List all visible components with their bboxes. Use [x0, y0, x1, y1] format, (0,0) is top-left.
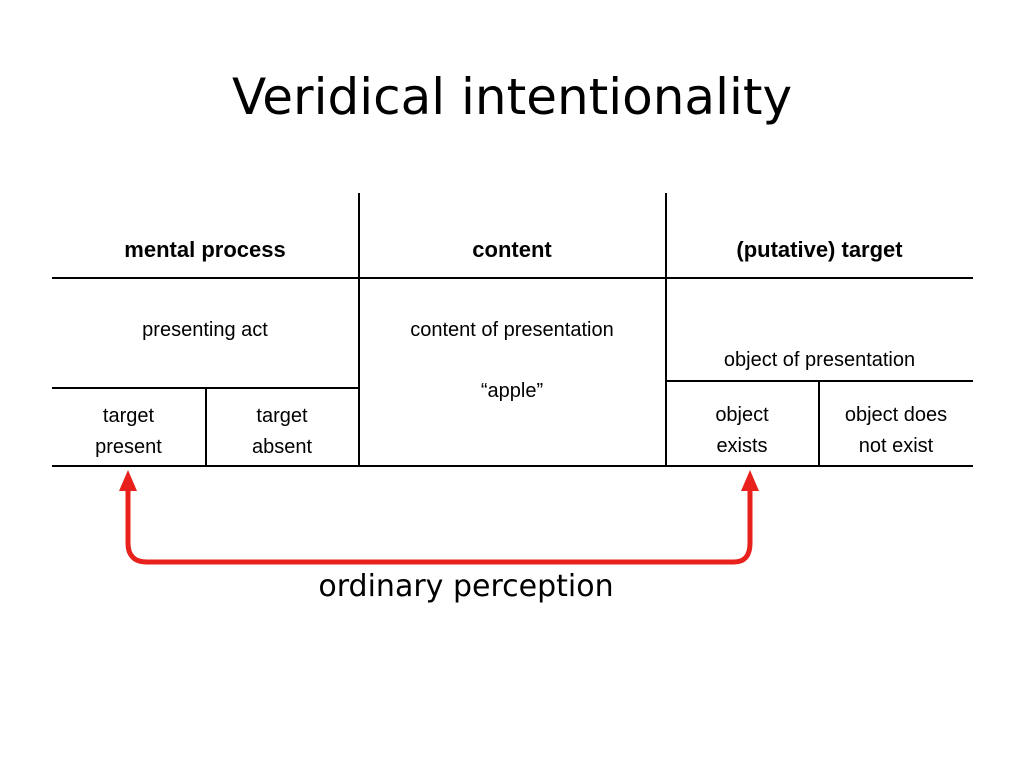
target-present-cell: target present — [95, 405, 162, 458]
table-divider-2 — [665, 193, 667, 466]
table-rule-bottom — [52, 465, 973, 467]
arrowhead-right-icon — [741, 470, 759, 491]
object-does-not-exist-cell: object does not exist — [844, 404, 948, 457]
table-rule-header — [52, 277, 973, 279]
arrowhead-left-icon — [119, 470, 137, 491]
object-of-presentation-cell: object of presentation — [723, 349, 916, 371]
table-divider-right-sub — [818, 380, 820, 466]
table-divider-1 — [358, 193, 360, 466]
target-absent-cell: target absent — [251, 405, 313, 458]
apple-content-cell: “apple” — [480, 380, 544, 402]
connector-line — [125, 485, 753, 565]
slide-title: Veridical intentionality — [231, 68, 793, 126]
header-target: (putative) target — [736, 237, 903, 262]
content-of-presentation-cell: content of presentation — [410, 319, 614, 341]
ordinary-perception-caption: ordinary perception — [318, 569, 614, 604]
header-mental-process: mental process — [124, 237, 286, 262]
header-content: content — [472, 237, 552, 262]
presenting-act-cell: presenting act — [142, 319, 268, 341]
object-exists-cell: object exists — [715, 404, 769, 457]
table-divider-left-sub — [205, 387, 207, 466]
